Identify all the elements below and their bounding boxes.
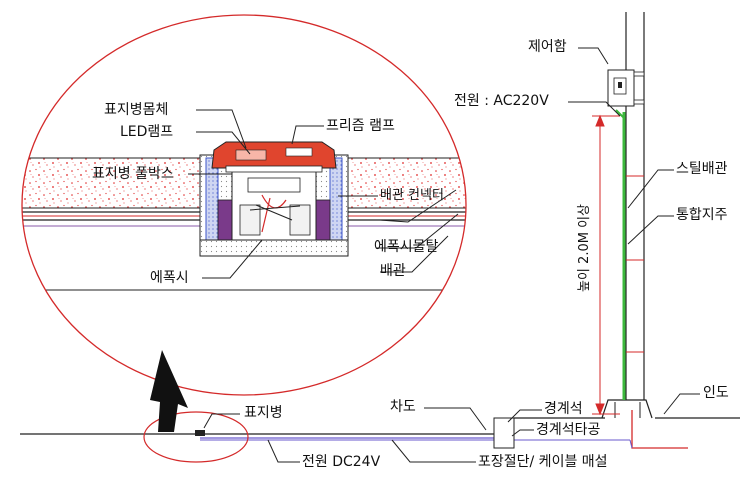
label-sidewalk: 인도 <box>703 385 729 401</box>
main-leaders <box>203 47 700 463</box>
label-power-dc: 전원 DC24V <box>302 454 381 470</box>
label-roadway: 차도 <box>390 399 416 415</box>
marker-ellipse <box>143 411 249 463</box>
pull-box-assembly <box>199 141 349 257</box>
height-dimension <box>592 114 620 416</box>
label-pipe-connector: 배관 컨넥터 <box>380 188 444 203</box>
label-curb-stone-bore: 경계석타공 <box>536 422 601 438</box>
label-steel-pipe: 스틸배관 <box>676 161 728 177</box>
label-prism-lamp: 프리즘 램프 <box>326 118 395 134</box>
label-height-note: 높이 2.0M 이상 <box>577 204 592 292</box>
detail-leaders <box>188 109 459 279</box>
curb-stone <box>493 417 515 449</box>
label-led-lamp: LED램프 <box>120 124 174 140</box>
road-marker-symbol <box>195 430 205 436</box>
label-control-box: 제어함 <box>528 39 567 55</box>
label-epoxy-mortar: 에폭시몰탈 <box>374 239 439 255</box>
label-marker-pull-box: 표지병 풀박스 <box>92 166 174 182</box>
label-integrated-pole: 통합지주 <box>676 207 728 223</box>
detail-view <box>22 141 466 291</box>
label-marker-body: 표지병몸체 <box>104 102 169 118</box>
integrated-pole <box>607 12 645 400</box>
detail-ellipse <box>21 14 467 396</box>
label-curb-stone: 경계석 <box>544 401 583 417</box>
label-pipe: 배관 <box>380 263 406 279</box>
zoom-arrow <box>150 350 188 432</box>
label-power-ac: 전원 : AC220V <box>454 93 549 109</box>
label-epoxy: 에폭시 <box>150 270 189 286</box>
label-road-marker: 표지병 <box>244 405 283 421</box>
ground <box>20 399 740 449</box>
label-pavement-cut: 포장절단/ 케이블 매설 <box>478 454 608 470</box>
